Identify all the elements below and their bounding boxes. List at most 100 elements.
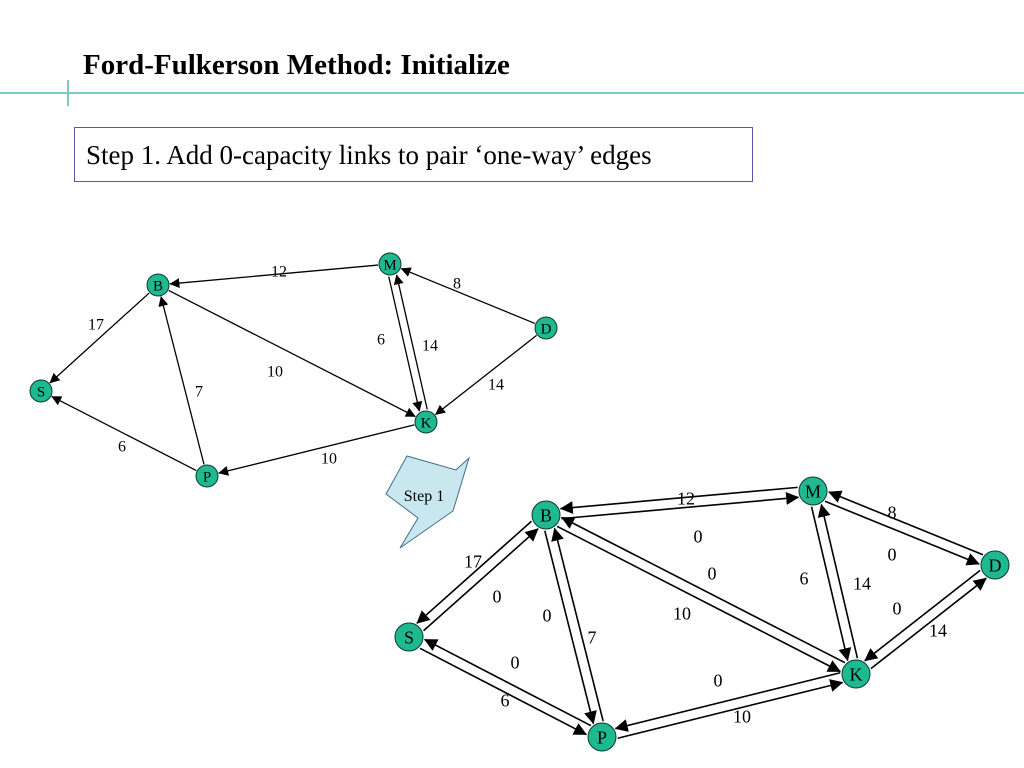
edge-m-to-d — [824, 500, 980, 566]
edge-m-to-b — [169, 264, 379, 289]
edge-s-to-p — [419, 647, 587, 736]
edge-capacity-label: 7 — [195, 384, 203, 401]
edge-m-to-b — [559, 486, 798, 515]
edge-p-to-b — [551, 527, 604, 722]
title-accent-tick — [67, 80, 69, 106]
edge-capacity-label: 6 — [501, 690, 510, 710]
node-m: M — [378, 252, 402, 276]
node-b: B — [531, 500, 561, 530]
edge-k-to-d — [870, 577, 987, 670]
edge-capacity-label: 12 — [271, 264, 287, 281]
node-label: K — [421, 415, 432, 431]
edge-b-to-m — [561, 491, 800, 520]
node-k: K — [841, 659, 871, 689]
edge-capacity-label: 14 — [488, 377, 504, 394]
node-p: P — [587, 722, 617, 752]
edge-k-to-p — [218, 424, 415, 476]
edge-p-to-k — [617, 679, 844, 740]
edge-p-to-s — [51, 395, 197, 472]
edge-capacity-label: 8 — [888, 502, 897, 522]
node-label: D — [989, 555, 1002, 575]
node-circle — [146, 273, 170, 297]
node-label: P — [597, 727, 607, 747]
edge-capacity-label: 6 — [377, 332, 385, 349]
node-circle — [534, 316, 558, 340]
edge-b-to-k — [556, 525, 841, 673]
edge-b-to-s — [416, 520, 533, 624]
edge-d-to-m — [400, 267, 536, 325]
node-label: M — [383, 257, 396, 273]
edge-m-to-k — [810, 506, 852, 662]
step-callout: Step 1 — [385, 455, 471, 549]
edge-capacity-label: 0 — [708, 563, 717, 583]
node-circle — [29, 379, 53, 403]
edge-capacity-label: 12 — [677, 488, 695, 508]
node-circle — [195, 464, 219, 488]
node-circle — [798, 476, 828, 506]
edge-capacity-label: 7 — [588, 627, 597, 647]
node-circle — [587, 722, 617, 752]
node-circle — [980, 550, 1010, 580]
node-d: D — [980, 550, 1010, 580]
node-label: D — [541, 321, 552, 337]
node-d: D — [534, 316, 558, 340]
node-label: S — [37, 384, 45, 400]
node-circle — [414, 410, 438, 434]
node-m: M — [798, 476, 828, 506]
node-label: P — [203, 469, 211, 485]
edge-k-to-p — [614, 671, 841, 732]
edge-capacity-label: 10 — [267, 364, 283, 381]
edge-b-to-k — [168, 289, 416, 418]
node-circle — [841, 659, 871, 689]
title-rule — [0, 92, 1024, 94]
edge-capacity-label: 0 — [694, 526, 703, 546]
edge-capacity-label: 8 — [453, 276, 461, 293]
node-s: S — [29, 379, 53, 403]
edge-b-to-p — [544, 530, 597, 725]
edge-d-to-m — [828, 490, 984, 556]
edge-capacity-label: 14 — [422, 338, 438, 355]
edge-capacity-label: 10 — [673, 603, 691, 623]
edge-capacity-label: 17 — [88, 317, 104, 334]
edge-s-to-b — [422, 528, 539, 632]
edge-capacity-label: 17 — [464, 551, 482, 571]
node-label: B — [540, 505, 552, 525]
node-label: B — [153, 278, 163, 294]
edge-m-to-k — [388, 276, 423, 412]
node-s: S — [394, 622, 424, 652]
node-circle — [394, 622, 424, 652]
node-label: K — [850, 664, 863, 684]
edge-k-to-m — [393, 274, 428, 410]
node-p: P — [195, 464, 219, 488]
edge-p-to-b — [158, 296, 205, 465]
edge-capacity-label: 0 — [893, 598, 902, 618]
edge-capacity-label: 0 — [888, 544, 897, 564]
edge-d-to-k — [864, 569, 981, 662]
edge-capacity-label: 6 — [118, 439, 126, 456]
step-callout-shape — [385, 455, 471, 549]
node-label: S — [404, 627, 414, 647]
edge-capacity-label: 14 — [929, 620, 947, 640]
edge-capacity-label: 0 — [511, 652, 520, 672]
edge-capacity-label: 0 — [493, 586, 502, 606]
edge-k-to-m — [817, 503, 859, 659]
edge-capacity-label: 0 — [714, 670, 723, 690]
node-k: K — [414, 410, 438, 434]
edge-p-to-s — [424, 638, 592, 727]
step-description-box: Step 1. Add 0-capacity links to pair ‘on… — [74, 127, 753, 182]
edge-d-to-k — [435, 334, 537, 416]
edge-capacity-label: 6 — [800, 568, 809, 588]
node-layer: B M D S K P — [394, 476, 1010, 752]
node-circle — [378, 252, 402, 276]
edge-b-to-s — [49, 292, 150, 384]
node-layer: B M D S K P — [29, 252, 558, 488]
node-circle — [531, 500, 561, 530]
edge-capacity-label: 14 — [853, 573, 871, 593]
edge-capacity-label: 0 — [543, 605, 552, 625]
edge-capacity-label: 10 — [733, 706, 751, 726]
